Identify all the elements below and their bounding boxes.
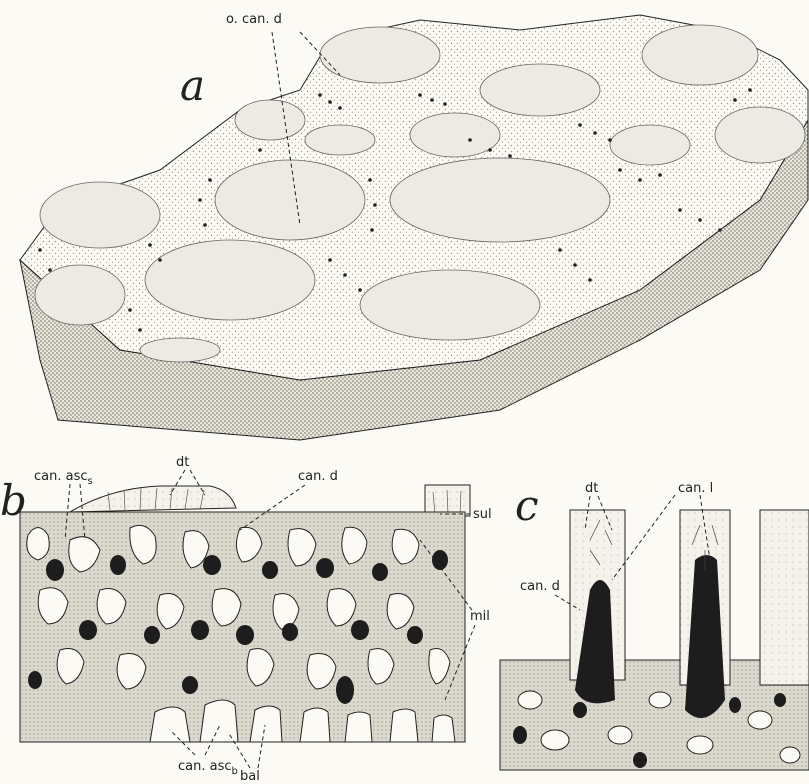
figure-c-section: c dt can. l can. d [500, 481, 809, 770]
label-dt-b: dt [176, 455, 189, 470]
figure-b-dermal-plate [70, 486, 236, 512]
figure-a-block: a o. can. d [20, 12, 808, 440]
label-can-l: can. l [678, 481, 713, 496]
label-can-asc-b: can. ascb [178, 759, 238, 777]
label-bal: bal [240, 769, 260, 784]
figure-c-column-3 [760, 510, 809, 685]
label-o-can-d: o. can. d [226, 12, 282, 27]
label-can-d-c: can. d [520, 579, 560, 594]
label-sul: sul [473, 507, 492, 522]
label-can-d-b: can. d [298, 469, 338, 484]
label-mil: mil [470, 609, 490, 624]
figure-c-letter: c [515, 481, 539, 530]
label-can-asc-s: can. ascs [34, 469, 93, 487]
figure-a-letter: a [180, 61, 205, 110]
figure-b-section: b can. ascs dt can. d sul mil can. ascb … [0, 455, 492, 784]
label-dt-c: dt [585, 481, 598, 496]
figure-b-letter: b [0, 476, 27, 525]
